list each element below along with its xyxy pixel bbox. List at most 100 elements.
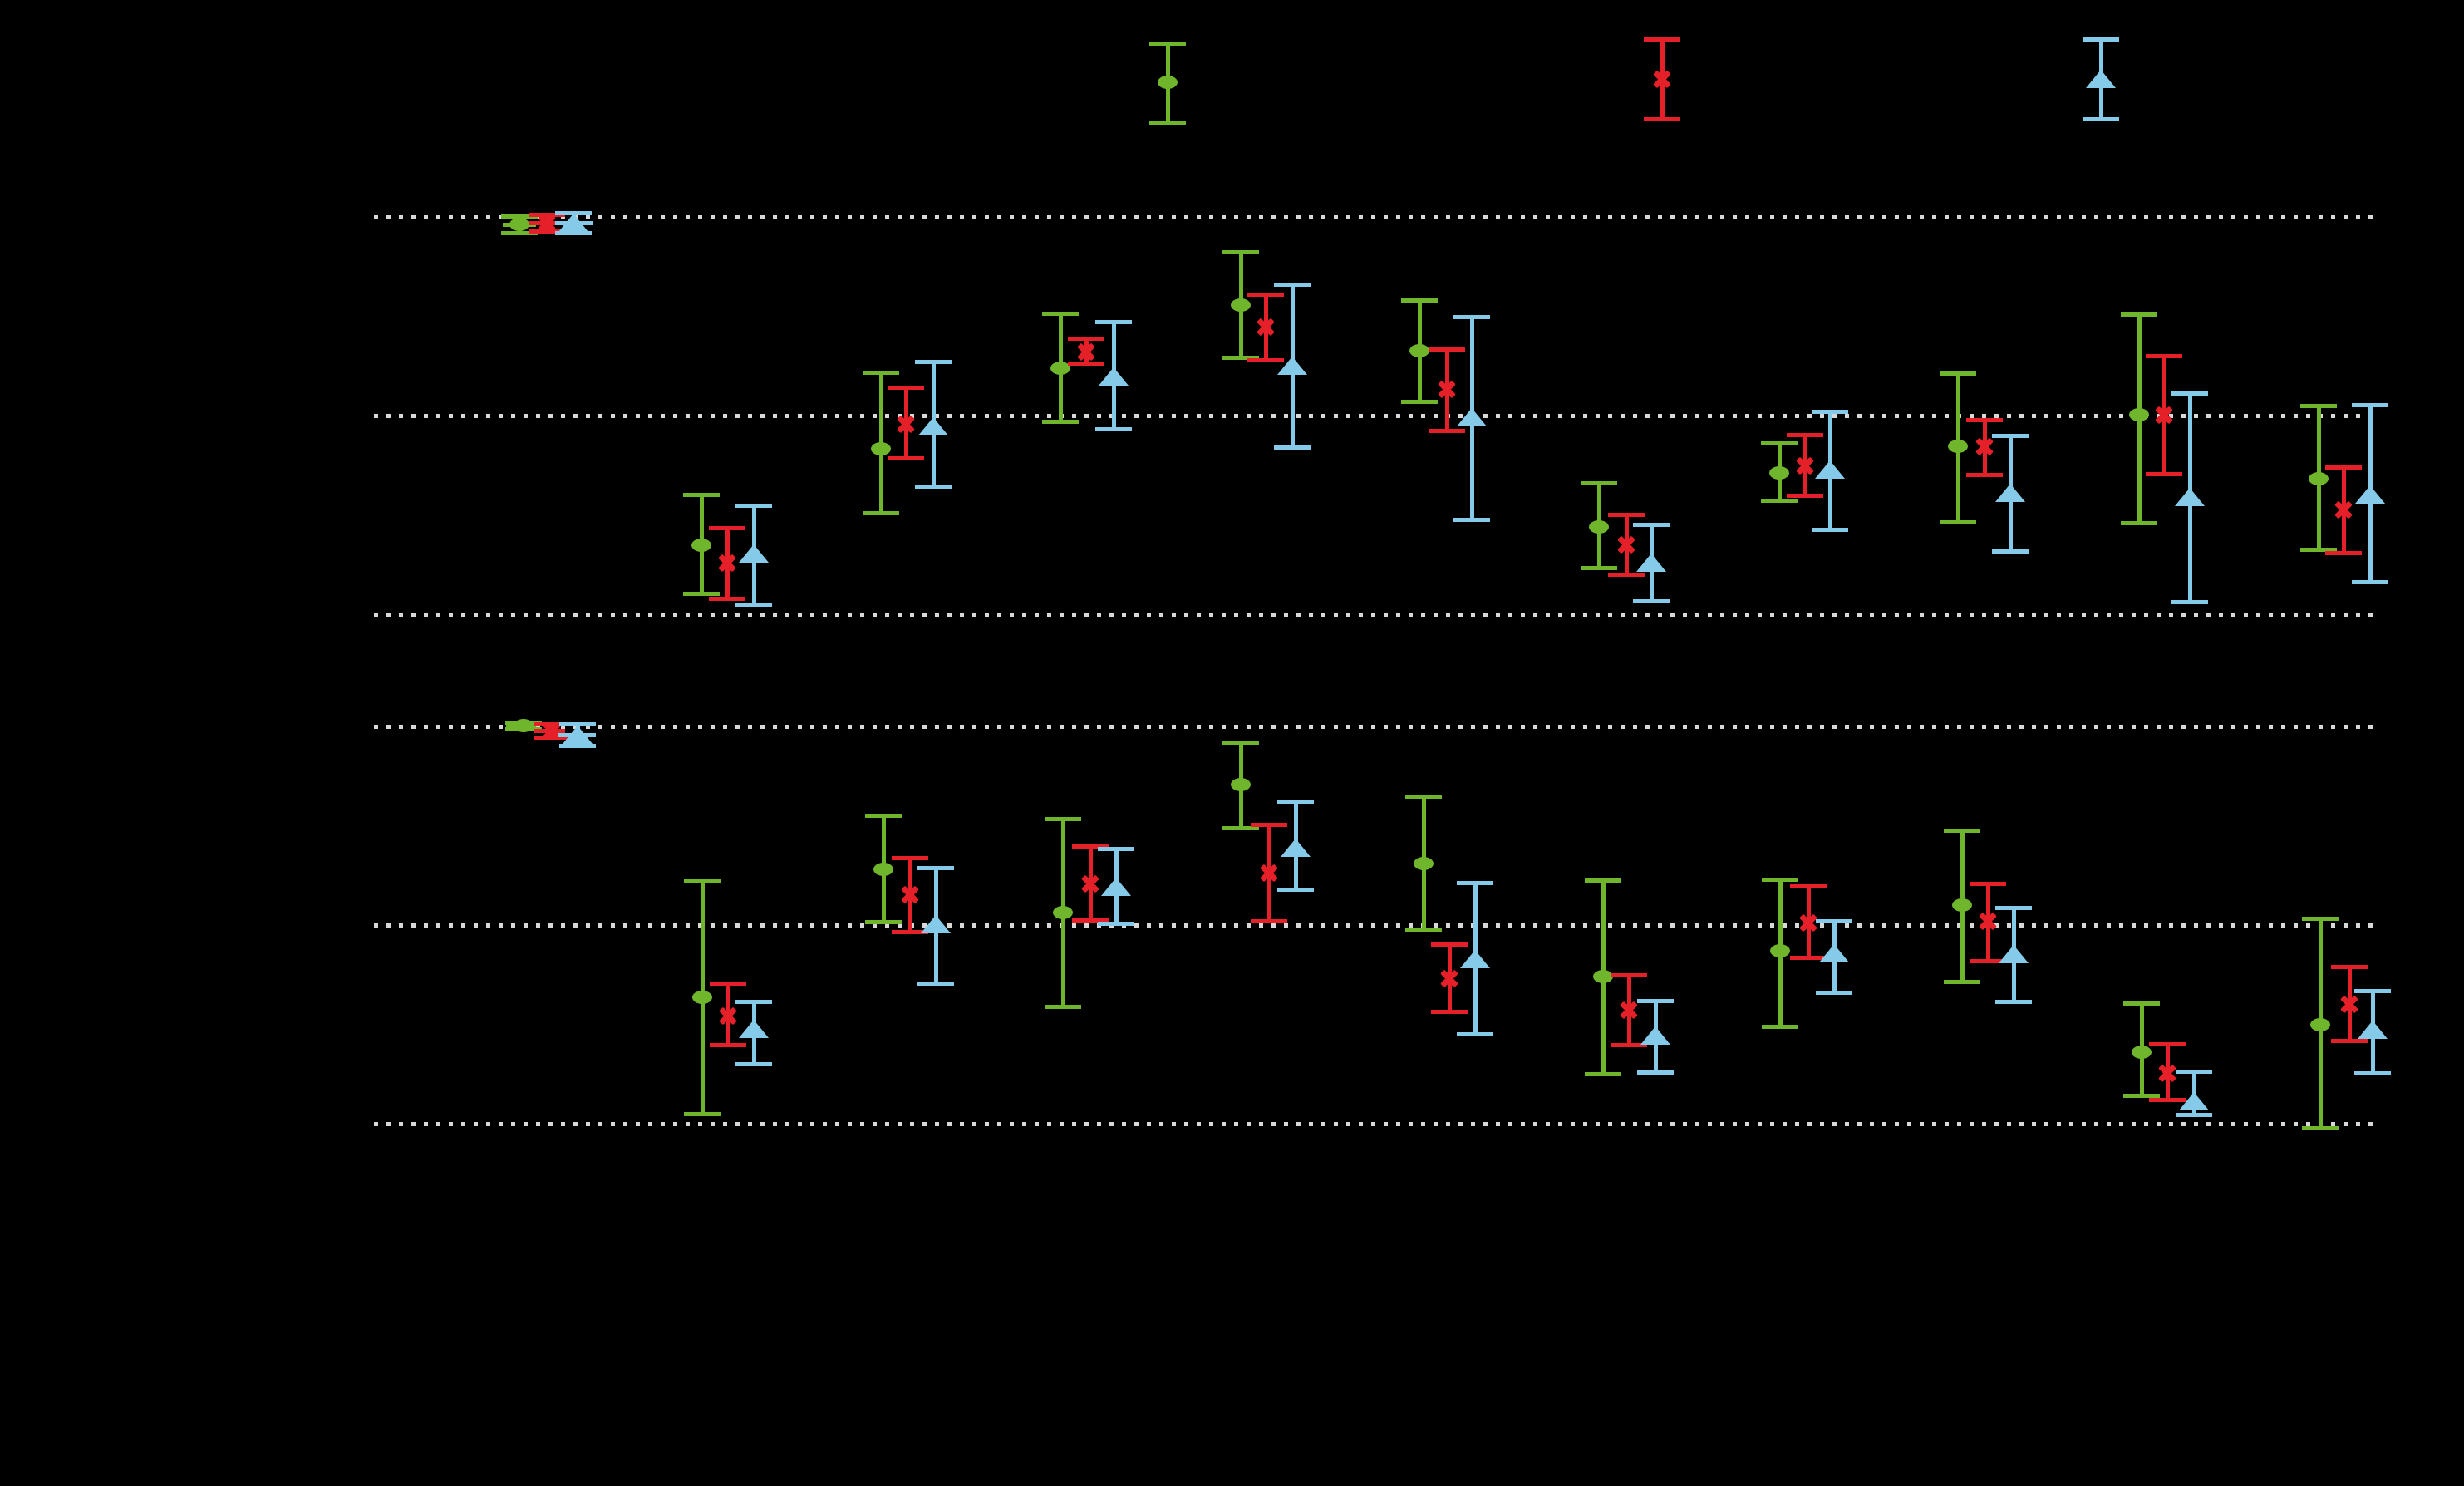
top-panel-series-blue-triangle-errorbar-cap	[2352, 579, 2388, 584]
top-panel-series-red-asterisk-errorbar-cap	[1787, 493, 1823, 498]
top-panel-series-green-circle-errorbar-cap	[1042, 419, 1079, 424]
bottom-panel-series-green-circle-errorbar-cap	[2123, 1093, 2160, 1098]
bottom-panel-series-blue-triangle-errorbar-cap	[1995, 999, 2032, 1004]
top-panel-series-green-circle-errorbar-cap	[1940, 371, 1976, 376]
top-panel-series-green-circle-errorbar-cap	[863, 370, 899, 375]
bottom-panel-series-green-circle-errorbar-cap	[1585, 1071, 1621, 1076]
top-panel-series-green-circle-errorbar-cap	[1401, 399, 1438, 404]
bottom-panel-series-red-asterisk-errorbar-cap	[892, 929, 928, 934]
bottom-panel-series-red-asterisk-errorbar-cap	[534, 721, 570, 726]
top-panel-series-red-asterisk-asterisk-marker	[1438, 380, 1456, 399]
dotted-gridline	[374, 923, 2378, 928]
top-panel-series-red-asterisk-errorbar-cap	[888, 455, 924, 460]
top-panel-series-blue-triangle-triangle-up-marker	[1815, 460, 1845, 479]
bottom-panel-series-green-circle-errorbar-cap	[1762, 877, 1798, 882]
bottom-panel-series-red-asterisk-errorbar-cap	[2149, 1041, 2186, 1046]
bottom-panel-series-green-circle-errorbar-cap	[2302, 916, 2339, 921]
bottom-panel-series-blue-triangle-triangle-up-marker	[739, 1020, 769, 1038]
top-panel-series-blue-triangle-errorbar-cap	[1633, 598, 1670, 603]
bottom-panel-series-blue-triangle-errorbar-cap	[2176, 1112, 2212, 1117]
bottom-panel-series-green-circle-circle-marker	[1952, 898, 1972, 912]
bottom-panel-series-blue-triangle-triangle-up-marker	[2358, 1021, 2388, 1039]
legend-sample-series-red-asterisk-errorbar-cap	[1644, 116, 1680, 121]
legend-sample-series-blue-triangle-errorbar-cap	[2083, 116, 2119, 121]
bottom-panel-series-blue-triangle-errorbar-cap	[559, 743, 596, 748]
bottom-panel-series-blue-triangle-errorbar-cap	[917, 981, 954, 986]
top-panel-series-green-circle-errorbar-cap	[1401, 298, 1438, 303]
bottom-panel-series-red-asterisk-errorbar-cap	[2149, 1097, 2186, 1102]
top-panel-series-green-circle-errorbar-cap	[1042, 311, 1079, 316]
bottom-panel-series-red-asterisk-asterisk-marker	[1979, 912, 1997, 931]
bottom-panel-series-green-circle-circle-marker	[1053, 906, 1073, 919]
bottom-panel-series-green-circle-errorbar-cap	[2123, 1001, 2160, 1006]
top-panel-series-green-circle-circle-marker	[1589, 520, 1609, 534]
bottom-panel-series-red-asterisk-errorbar-cap	[1431, 1009, 1468, 1014]
top-panel-series-green-circle-circle-marker	[1409, 344, 1429, 357]
top-panel-series-green-circle-circle-marker	[871, 442, 891, 455]
top-panel-series-blue-triangle-errorbar-cap	[1274, 445, 1311, 450]
top-panel-series-blue-triangle-errorbar-cap	[915, 484, 952, 489]
top-panel-series-blue-triangle-errorbar-cap	[1095, 426, 1132, 431]
top-panel-series-red-asterisk-errorbar-cap	[2325, 465, 2362, 470]
bottom-panel-series-green-circle-circle-marker	[1231, 778, 1251, 791]
top-panel-series-red-asterisk-asterisk-marker	[1617, 535, 1635, 554]
top-panel-series-red-asterisk-errorbar-cap	[1966, 472, 2003, 477]
top-panel-series-green-circle-errorbar-cap	[2300, 403, 2337, 408]
bottom-panel-series-blue-triangle-triangle-up-marker	[1281, 839, 1311, 857]
top-panel-series-green-circle-errorbar-cap	[1222, 249, 1259, 254]
bottom-panel-series-green-circle-errorbar-cap	[684, 1111, 721, 1116]
bottom-panel-series-blue-triangle-errorbar-cap	[2176, 1069, 2212, 1074]
top-panel-series-red-asterisk-errorbar-cap	[529, 212, 565, 217]
bottom-panel-series-blue-triangle-triangle-up-marker	[1460, 950, 1490, 968]
bottom-panel-series-red-asterisk-errorbar-cap	[2331, 964, 2368, 969]
dotted-gridline	[374, 1121, 2378, 1126]
bottom-panel-series-green-circle-errorbar-cap	[2302, 1125, 2339, 1130]
bottom-panel-series-red-asterisk-errorbar-cap	[1611, 972, 1647, 977]
bottom-panel-series-red-asterisk-asterisk-marker	[719, 1006, 737, 1026]
top-panel-series-green-circle-errorbar-cap	[1581, 480, 1617, 485]
top-panel-series-blue-triangle-triangle-up-marker	[1457, 408, 1487, 426]
bottom-panel-series-green-circle-errorbar-cap	[865, 813, 902, 818]
dotted-gridline	[374, 214, 2378, 219]
legend-sample-series-red-asterisk-asterisk-marker	[1653, 70, 1671, 89]
bottom-panel-series-green-circle-errorbar-cap	[1222, 825, 1259, 830]
bottom-panel-series-blue-triangle-errorbar-cap	[1995, 905, 2032, 910]
bottom-panel-series-green-circle-circle-marker	[1770, 944, 1790, 957]
bottom-panel-series-red-asterisk-errorbar-cap	[1251, 918, 1287, 923]
top-panel-series-red-asterisk-asterisk-marker	[1975, 437, 1994, 456]
legend-sample-series-blue-triangle-triangle-up-marker	[2086, 70, 2116, 88]
bottom-panel-series-blue-triangle-errorbar-cap	[1816, 990, 1852, 995]
bottom-panel-series-green-circle-errorbar-cap	[1222, 741, 1259, 745]
top-panel-series-red-asterisk-asterisk-marker	[2334, 500, 2353, 519]
bottom-panel-series-green-circle-circle-marker	[1593, 970, 1613, 983]
bottom-panel-series-blue-triangle-errorbar-cap	[2354, 1070, 2391, 1075]
top-panel-series-blue-triangle-triangle-up-marker	[558, 214, 588, 232]
top-panel-series-green-circle-circle-marker	[2309, 472, 2329, 485]
bottom-panel-series-red-asterisk-errorbar-cap	[1790, 883, 1827, 888]
bottom-panel-series-blue-triangle-errorbar-cap	[1816, 918, 1852, 923]
bottom-panel-series-green-circle-errorbar-cap	[1944, 979, 1980, 984]
bottom-panel-series-red-asterisk-asterisk-marker	[1440, 969, 1458, 988]
bottom-panel-series-green-circle-errorbar-cap	[1944, 828, 1980, 833]
top-panel-series-red-asterisk-errorbar-cap	[1966, 417, 2003, 422]
top-panel-series-green-circle-errorbar-cap	[2121, 520, 2157, 525]
top-panel-series-red-asterisk-errorbar-cap	[1608, 572, 1645, 577]
top-panel-series-red-asterisk-errorbar-cap	[1068, 361, 1104, 366]
legend-sample-series-green-circle-errorbar-cap	[1149, 41, 1186, 46]
legend-sample-series-blue-triangle-errorbar-cap	[2083, 37, 2119, 42]
top-panel-series-blue-triangle-triangle-up-marker	[1099, 367, 1129, 386]
top-panel-series-blue-triangle-triangle-up-marker	[918, 417, 948, 435]
top-panel-series-blue-triangle-errorbar-cap	[2352, 402, 2388, 407]
bottom-panel-series-red-asterisk-errorbar-cap	[1251, 822, 1287, 827]
bottom-panel-series-green-circle-errorbar-cap	[1405, 794, 1442, 799]
top-panel-series-blue-triangle-errorbar-cap	[735, 602, 772, 607]
top-panel-series-red-asterisk-asterisk-marker	[1257, 317, 1275, 337]
bottom-panel-series-red-asterisk-errorbar-cap	[1431, 942, 1468, 947]
bottom-panel-series-blue-triangle-triangle-up-marker	[1819, 944, 1849, 962]
bottom-panel-series-blue-triangle-errorbar-cap	[1277, 799, 1314, 804]
dotted-gridline	[374, 724, 2378, 729]
top-panel-series-green-circle-circle-marker	[509, 218, 529, 231]
dotted-gridline	[374, 612, 2378, 617]
top-panel-series-blue-triangle-errorbar-cap	[555, 230, 592, 235]
